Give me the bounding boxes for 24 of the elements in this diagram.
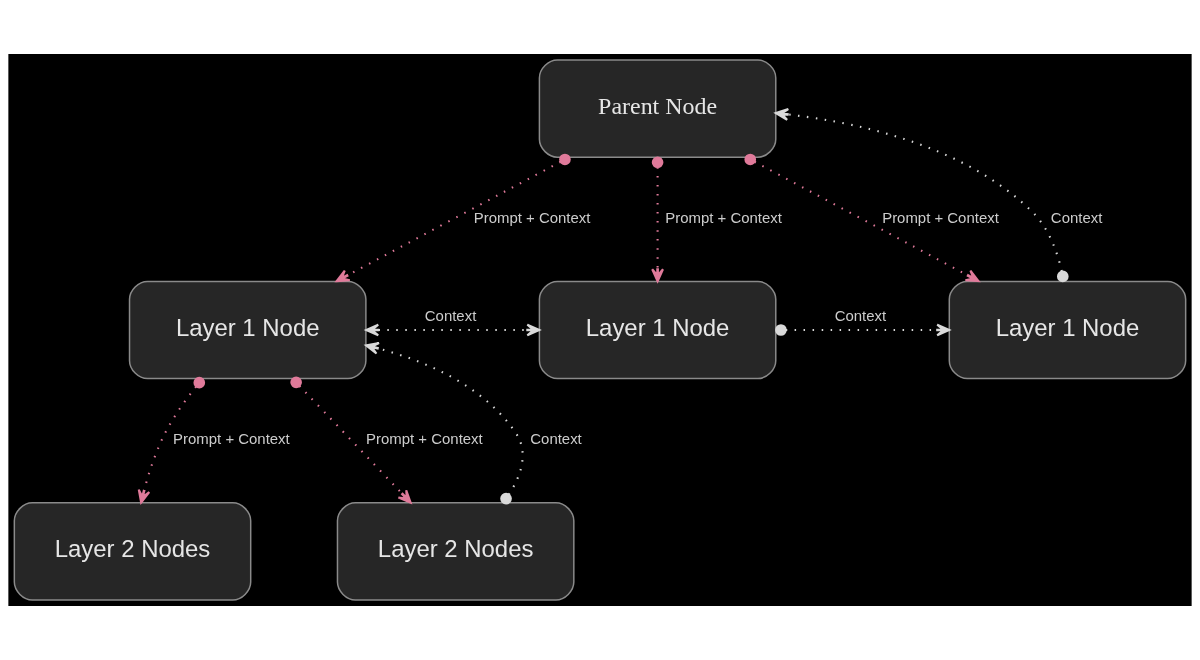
edge-label: Context xyxy=(1050,209,1103,227)
arrow xyxy=(775,323,951,337)
node-box: Parent Node xyxy=(538,59,777,158)
edge-label: Prompt + Context xyxy=(473,209,591,227)
arrow xyxy=(744,153,980,283)
arrow xyxy=(335,153,571,283)
edge-label: Context xyxy=(834,307,887,325)
arrow xyxy=(365,323,541,337)
arrow xyxy=(290,376,412,504)
edge-label: Context xyxy=(530,430,582,448)
edge-label: Prompt + Context xyxy=(665,209,782,227)
node-box: Layer 1 Node xyxy=(538,280,777,380)
node-box: Layer 1 Node xyxy=(128,280,367,380)
node-box: Layer 1 Node xyxy=(948,280,1187,380)
edge-label: Prompt + Context xyxy=(173,430,290,448)
node-box: Layer 2 Nodes xyxy=(13,502,252,601)
edge-label: Prompt + Context xyxy=(366,430,483,448)
node-box: Layer 2 Nodes xyxy=(336,502,575,601)
edge-label: Context xyxy=(424,307,477,325)
arrow xyxy=(651,156,665,283)
edge-label: Prompt + Context xyxy=(882,209,999,227)
arrow xyxy=(137,376,206,504)
arrow xyxy=(774,108,1069,283)
arrow xyxy=(365,342,524,505)
